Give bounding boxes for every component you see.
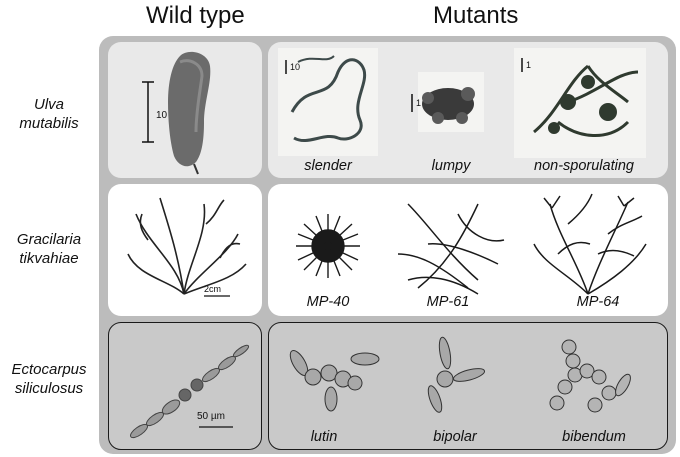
gracilaria-wild-panel: 2cm [108,184,262,316]
row-label-ulva: Ulva mutabilis [0,95,98,133]
mutant-caption-mp-64: MP-64 [576,294,620,310]
slender-scale-label: 10 [290,62,301,72]
ulva-wild-photo [142,51,211,175]
ectocarpus-wild-scale-label: 50 µm [197,411,225,422]
lumpy-scale-label: 1 [416,98,422,108]
row-label-gracilaria: Gracilaria tikvahiae [0,230,98,268]
ulva-wild-panel: 10 [108,42,262,178]
mutant-caption-lumpy: lumpy [431,158,471,174]
mutant-caption-bipolar: bipolar [433,429,477,445]
ectocarpus-mutants-panel: lutin bipolar bibendum [268,322,668,450]
mutants-header: Mutants [433,2,519,29]
gracilaria-mutants-photos [296,193,647,295]
mutant-caption-lutin: lutin [310,429,338,445]
ectocarpus-wild-photo [129,344,250,439]
wild-type-header: Wild type [146,2,245,29]
mutant-caption-mp-61: MP-61 [426,294,470,310]
gracilaria-mutants-panel: MP-40 MP-61 MP-64 [268,184,668,316]
ectocarpus-mutants-photos [289,336,631,413]
non-sporulating-scale-label: 1 [526,60,532,70]
species-epithet: mutabilis [19,115,79,132]
ulva-mutants-panel: 10 1 1 slender lumpy non-sporulating [268,42,668,178]
species-genus: Gracilaria [16,231,82,248]
gracilaria-wild-scale-label: 2cm [204,284,222,294]
gracilaria-wild-photo [127,197,247,297]
row-label-ectocarpus: Ectocarpus siliculosus [0,360,98,398]
ulva-wild-scale-label: 10 [156,110,168,121]
mutant-caption-non-sporulating: non-sporulating [534,158,634,174]
ulva-mutants-photos [278,48,646,158]
ectocarpus-wild-panel: 50 µm [108,322,262,450]
mutant-caption-bibendum: bibendum [562,429,626,445]
mutant-caption-mp-40: MP-40 [306,294,350,310]
species-genus: Ulva [33,96,64,113]
mutant-caption-slender: slender [304,158,352,174]
species-epithet: tikvahiae [19,250,79,267]
species-genus: Ectocarpus [11,361,87,378]
species-epithet: siliculosus [14,380,84,397]
